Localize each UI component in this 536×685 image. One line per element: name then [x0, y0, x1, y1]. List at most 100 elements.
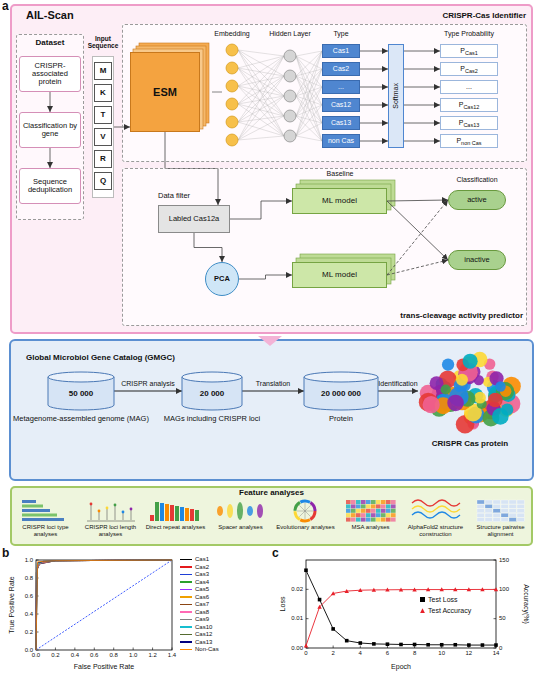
- tick-label: 10: [438, 650, 445, 657]
- node-text: P: [460, 65, 465, 73]
- dot: [114, 504, 117, 507]
- feature-item: CRISPR loci length analyses: [79, 497, 142, 543]
- node-heading: CRISPR loci length analyses: [79, 524, 142, 537]
- column-label: Type: [333, 30, 348, 38]
- stroke-line: [296, 76, 322, 105]
- shape-rect: [381, 509, 386, 513]
- shape-rect: [485, 518, 492, 522]
- legend-text: Cas12: [195, 631, 212, 638]
- shape-rect: [386, 513, 391, 517]
- stroke-line: [305, 511, 311, 517]
- shape-rect: [351, 504, 356, 508]
- stroke-line: [212, 92, 222, 93]
- node-heading: Data filter: [158, 192, 218, 200]
- tick-label: 0.8: [25, 575, 33, 582]
- dot: [495, 381, 505, 391]
- shape-rect: [351, 513, 356, 517]
- legend-text: Cas6: [195, 594, 209, 601]
- tick-mark: [306, 618, 309, 619]
- roc-curve: [36, 560, 172, 650]
- flow-arrow: [50, 92, 51, 112]
- node-text: non Cas: [461, 140, 482, 146]
- legend-swatch: [180, 634, 192, 636]
- shape-rect: [485, 509, 492, 513]
- stroke-line: [296, 69, 322, 116]
- loss-marker: [345, 639, 349, 643]
- node-heading: AlphaFold2 structure construction: [404, 524, 467, 537]
- ml-model-box: ML model: [292, 188, 387, 214]
- node-text: inactive: [464, 256, 489, 264]
- shape-rect: [386, 500, 391, 504]
- flow-arrow: [194, 233, 222, 262]
- stroke-line: [238, 50, 284, 56]
- shape-rect: [501, 518, 508, 522]
- database-cylinder: 20 000 000Protein: [304, 372, 378, 410]
- legend-entry: Cas8: [180, 609, 209, 616]
- roc-curve: [36, 560, 172, 650]
- node-text: 20 000: [182, 390, 242, 399]
- tick-mark: [360, 646, 361, 649]
- tick-label: 0.6: [90, 652, 98, 659]
- protein-structure: CRISPR Cas protein: [418, 350, 522, 438]
- embedding-unit: [226, 116, 238, 128]
- tick-label: 8: [413, 650, 416, 657]
- node-heading: CRISPR-Cas Identifier: [326, 12, 526, 21]
- axis-title: False Positive Rate: [74, 663, 134, 671]
- shape-rect: [485, 504, 492, 508]
- shape-rect: [386, 518, 391, 522]
- ellipse-shape: [247, 506, 253, 516]
- legend-text: Cas8: [195, 609, 209, 616]
- tick-label: 0.0: [32, 652, 40, 659]
- node-heading: Evolutionary analyses: [274, 524, 337, 531]
- stroke-line: [91, 504, 92, 520]
- dot: [295, 501, 315, 521]
- shape-rect: [493, 509, 500, 513]
- shape-rect: [376, 500, 381, 504]
- flow-arrow: [360, 123, 388, 124]
- legend-text: Cas4: [195, 579, 209, 586]
- class-label-box: active: [448, 190, 506, 210]
- dot: [441, 384, 451, 394]
- amino-acid-box: R: [94, 150, 112, 168]
- node-text: MAGs including CRISPR loci: [152, 415, 272, 423]
- shape-rect: [351, 500, 356, 504]
- stroke-line: [299, 505, 305, 511]
- legend-swatch: [180, 596, 192, 598]
- column-label: Classification: [456, 176, 497, 184]
- flow-pointer: [258, 336, 282, 346]
- ellipse-shape: [217, 506, 223, 516]
- tick-label: 0.4: [25, 611, 33, 618]
- shape-rect: [477, 500, 484, 504]
- tick-mark: [36, 560, 39, 561]
- stroke-line: [296, 123, 322, 136]
- stroke-line: [296, 87, 322, 136]
- node-heading: Spacer analyses: [209, 524, 272, 531]
- axis-title: True Positive Rate: [8, 576, 16, 633]
- node-text: Cas13: [331, 119, 351, 127]
- stroke-line: [238, 50, 284, 136]
- shape-rect: [180, 507, 184, 521]
- accuracy-marker: [385, 588, 389, 592]
- shape-rect: [501, 504, 508, 508]
- stroke-line: [238, 56, 284, 140]
- shape-rect: [493, 500, 500, 504]
- dot: [130, 508, 133, 511]
- legend-text: Cas13: [195, 639, 212, 646]
- tick-label: 100: [499, 586, 509, 593]
- legend-entry: Cas2: [180, 564, 209, 571]
- dot: [295, 501, 315, 521]
- stroke-line: [238, 86, 284, 96]
- shape-rect: [346, 500, 351, 504]
- tick-label: 0.0: [25, 647, 33, 654]
- ellipse-shape: [304, 372, 378, 382]
- legend-text: Cas2: [195, 564, 209, 571]
- type-box: Cas1: [322, 44, 360, 58]
- loss-marker: [453, 643, 457, 647]
- node-heading: Structure pairwise alignment: [469, 524, 532, 537]
- legend-swatch: [180, 641, 192, 643]
- shape-rect: [346, 509, 351, 513]
- shape-rect: [175, 506, 179, 521]
- panel-ground: [122, 24, 527, 162]
- stroke-line: [296, 51, 322, 96]
- roc-chart: [36, 560, 172, 650]
